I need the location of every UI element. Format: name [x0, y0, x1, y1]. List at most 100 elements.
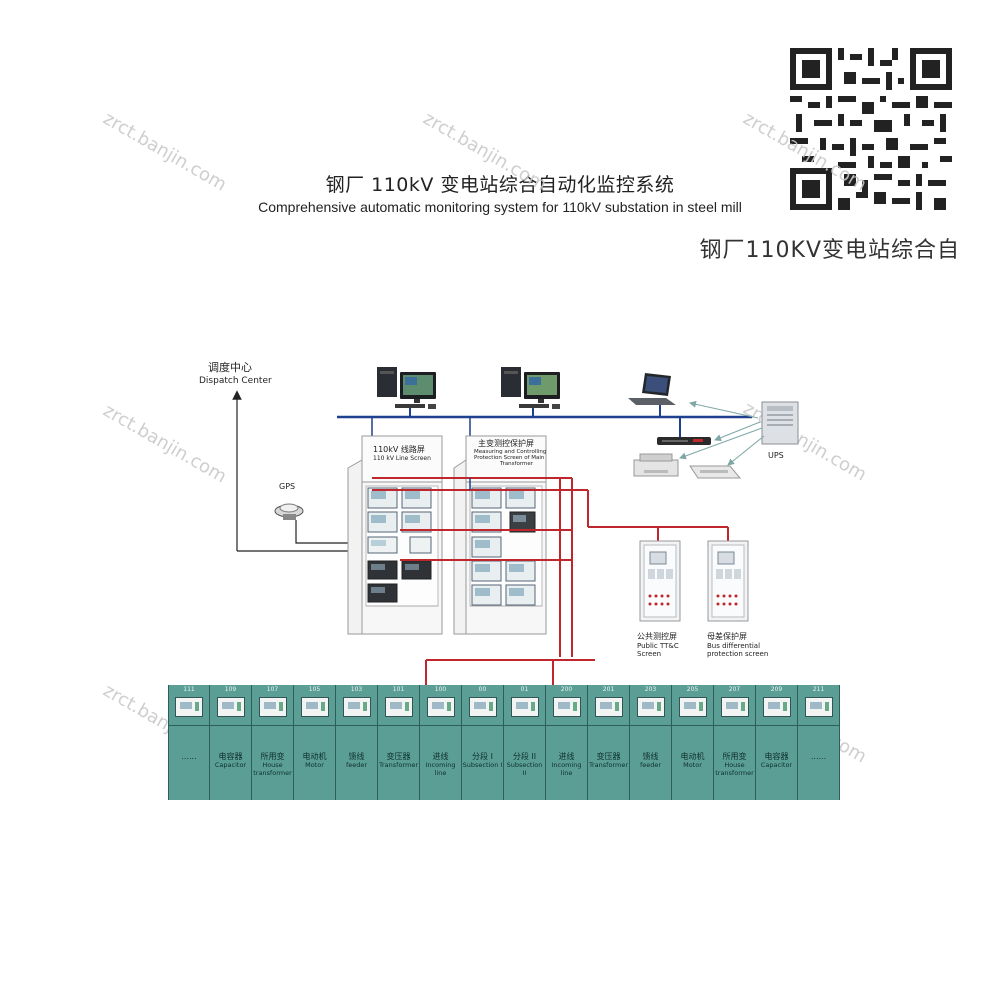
line-screen-label-cn: 110kV 线路屏 — [373, 445, 425, 454]
bay-name-en: Transformer — [588, 761, 628, 769]
main-screen-label-cn: 主变测控保护屏 — [478, 439, 534, 448]
protection-relay-icon — [471, 487, 502, 509]
main-screen-label-en: Transformer — [500, 461, 534, 467]
public-ttc-label-en: Public TT&C — [637, 642, 679, 650]
bay-name-cn: 进线 — [432, 752, 449, 761]
switch-unit-icon — [409, 536, 432, 554]
gps-label: GPS — [279, 482, 296, 491]
bay-name-en: Transformer — [378, 761, 418, 769]
bay-relay-icon — [552, 697, 581, 717]
bay-relay-icon — [720, 697, 749, 717]
relay-dark-icon — [367, 560, 398, 580]
dispatch-center-label-cn: 调度中心 — [208, 361, 252, 374]
protection-relay-icon — [505, 584, 536, 606]
bay-relay-icon — [762, 697, 791, 717]
ups-label: UPS — [768, 451, 784, 460]
diagram-title-en: Comprehensive automatic monitoring syste… — [258, 199, 742, 215]
bay-number: 01 — [520, 686, 529, 693]
bay-name-en: Motor — [683, 761, 702, 769]
protection-relay-icon — [471, 584, 502, 606]
public-ttc-screen-cabinet — [639, 540, 681, 622]
bay-number: 203 — [644, 686, 657, 693]
bay-name-cn: 所用变 — [722, 752, 747, 761]
protection-relay-icon — [401, 511, 432, 533]
bay-name-cn: 进线 — [558, 752, 575, 761]
bay-number: 207 — [728, 686, 741, 693]
bay-relay-icon — [510, 697, 539, 717]
bay-relay-icon — [300, 697, 329, 717]
bay-name-en: Subsection I — [462, 761, 503, 769]
qr-code-image — [790, 48, 952, 210]
printer-icon — [633, 453, 679, 477]
bay-name-cn: ...... — [181, 752, 197, 761]
bay-number: 103 — [350, 686, 363, 693]
diagram-title-cn: 钢厂 110kV 变电站综合自动化监控系统 — [325, 174, 675, 196]
bus-diff-label-en: protection screen — [707, 650, 769, 658]
laptop-icon — [628, 373, 676, 405]
bay-number: 109 — [224, 686, 237, 693]
bay-number: 107 — [266, 686, 279, 693]
dispatch-center-label-en: Dispatch Center — [199, 376, 272, 386]
bay-name-cn: 馈线 — [348, 752, 365, 761]
bay-relay-icon — [678, 697, 707, 717]
bus-differential-screen-cabinet — [707, 540, 749, 622]
protection-relay-icon — [401, 487, 432, 509]
bay-relay-icon — [804, 697, 833, 717]
relay-dark-icon — [509, 511, 536, 533]
bay-name-en: House transformer — [253, 761, 292, 777]
bay-number: 211 — [812, 686, 825, 693]
bay-number: 209 — [770, 686, 783, 693]
bay-relay-icon — [468, 697, 497, 717]
bay-name-en: House transformer — [715, 761, 754, 777]
bay-name-cn: 电容器 — [764, 752, 789, 761]
bay-relay-icon — [384, 697, 413, 717]
bay-number: 100 — [434, 686, 447, 693]
bay-name-cn: 所用变 — [260, 752, 285, 761]
bay-name-cn: 分段 I — [472, 752, 493, 761]
bay-name-cn: 变压器 — [386, 752, 411, 761]
gps-antenna-icon — [274, 503, 304, 520]
gps-clock-unit-icon — [367, 536, 398, 554]
substation-network-lines — [372, 477, 729, 690]
switchgear-bay: 111...... — [168, 685, 210, 800]
bay-number: 101 — [392, 686, 405, 693]
bay-relay-icon — [594, 697, 623, 717]
bay-name-cn: 电容器 — [218, 752, 243, 761]
bay-number: 205 — [686, 686, 699, 693]
public-ttc-label-cn: 公共测控屏 — [637, 632, 677, 641]
workstation-computer-icon — [377, 367, 436, 409]
protection-relay-icon — [505, 487, 536, 509]
bay-name-cn: 电动机 — [302, 752, 327, 761]
relay-dark-icon — [367, 583, 398, 603]
bus-diff-label-cn: 母差保护屏 — [707, 632, 747, 641]
main-screen-label-en: Measuring and Controlling — [474, 449, 547, 455]
page-banner: 钢厂110KV变电站综合自 — [699, 238, 960, 263]
line-screen-cabinet — [347, 435, 443, 635]
bus-diff-label-en: Bus differential — [707, 642, 761, 650]
main-screen-label-en: Protection Screen of Main — [474, 455, 545, 461]
bay-number: 105 — [308, 686, 321, 693]
bay-name-en: feeder — [345, 761, 368, 769]
bay-name-en: Incoming line — [425, 761, 456, 777]
bay-name-en: Capacitor — [214, 761, 247, 769]
protection-relay-icon — [505, 560, 536, 582]
bay-relay-icon — [342, 697, 371, 717]
network-switch-icon — [657, 437, 711, 445]
bay-relay-icon — [175, 697, 203, 717]
bay-name-cn: ...... — [810, 752, 827, 761]
bay-name-en: Capacitor — [760, 761, 793, 769]
bay-relay-icon — [258, 697, 287, 717]
bay-relay-icon — [636, 697, 665, 717]
bay-name-en: Motor — [305, 761, 324, 769]
protection-relay-icon — [367, 511, 398, 533]
